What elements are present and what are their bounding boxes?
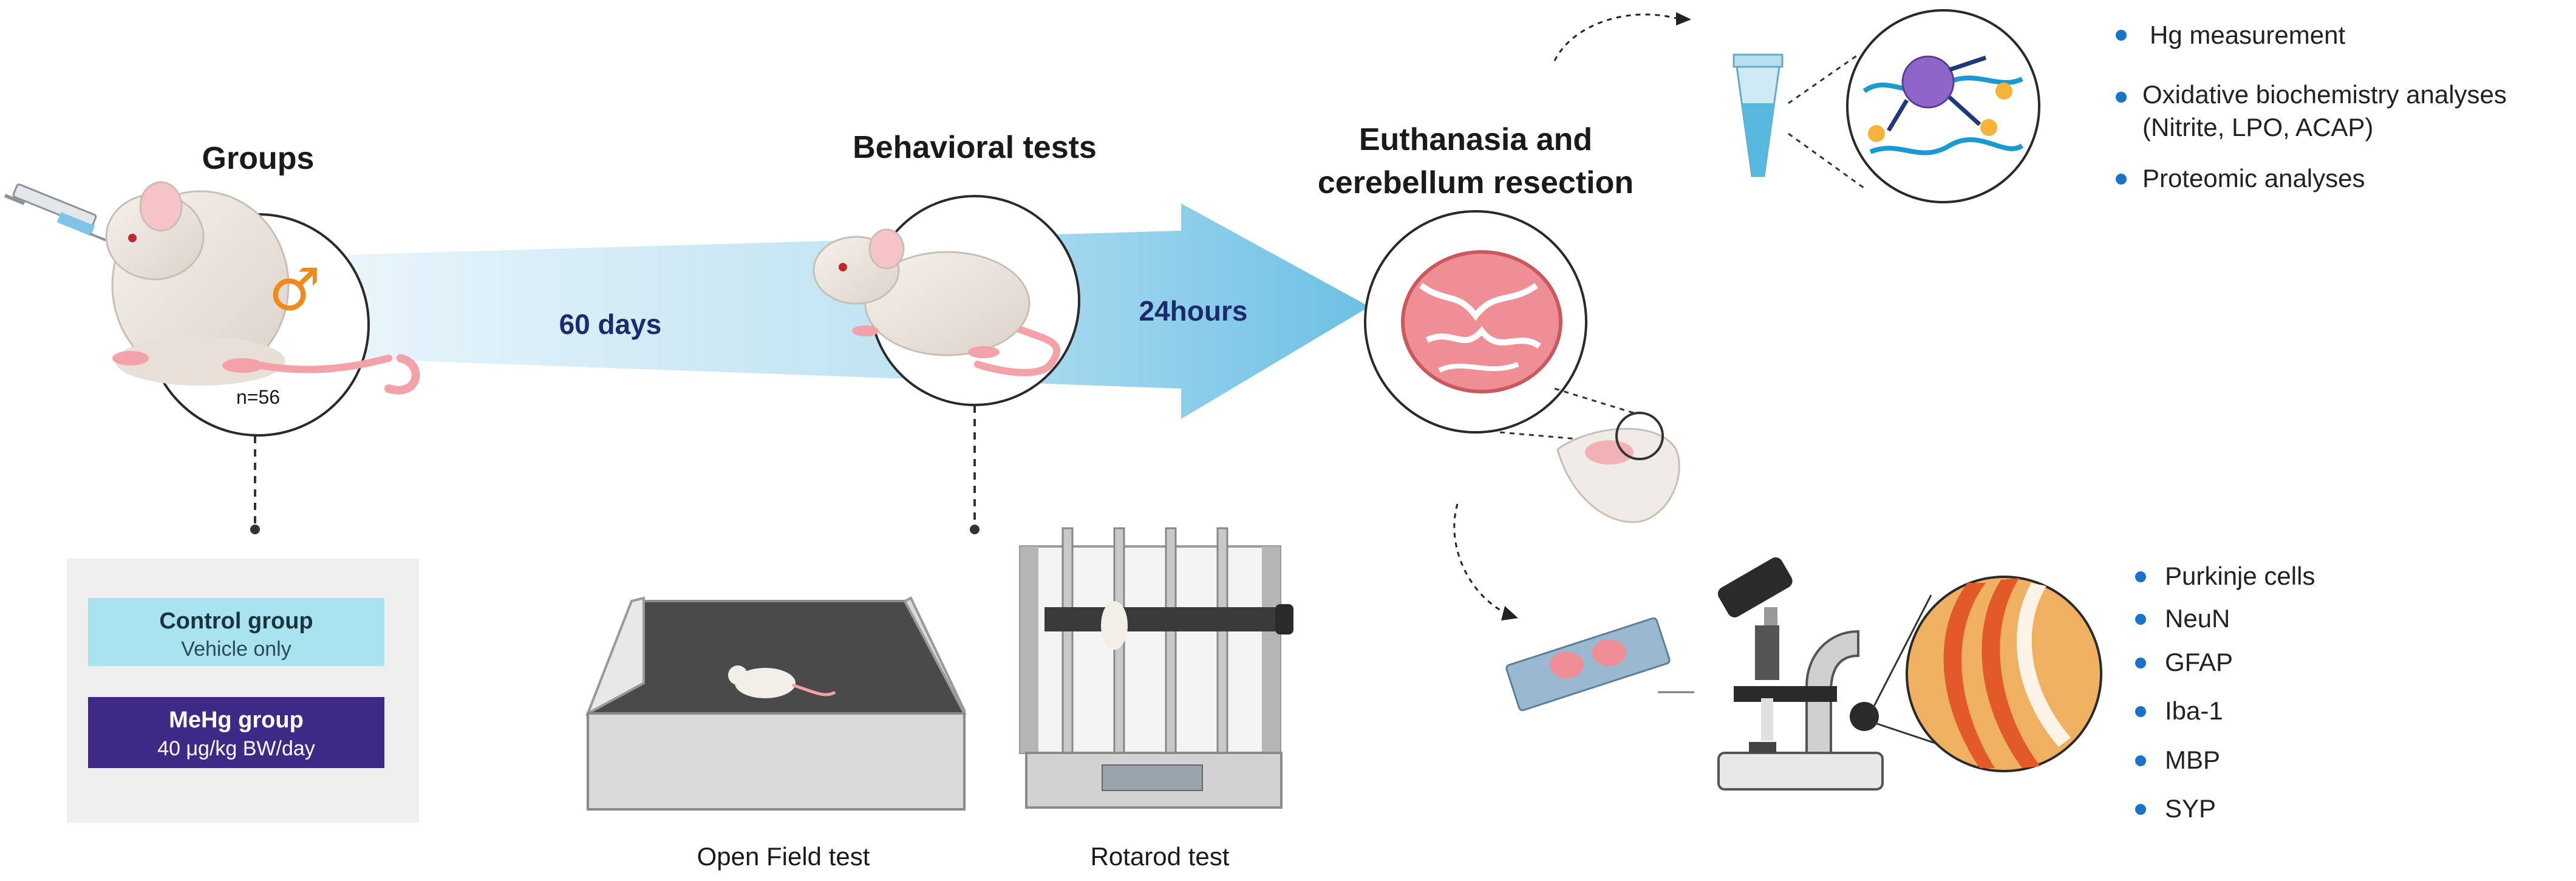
cerebellum-zoom-line-bottom bbox=[1499, 431, 1628, 444]
biochem-list: Hg measurement Oxidative biochemistry an… bbox=[2116, 21, 2507, 192]
rat-icon bbox=[105, 181, 420, 395]
syringe-icon bbox=[4, 183, 122, 248]
timeline-arrow bbox=[340, 203, 1369, 419]
histology-item: Iba-1 bbox=[2165, 696, 2223, 725]
sample-size-label: n=56 bbox=[236, 386, 280, 408]
tube-zoom-line-bottom bbox=[1788, 132, 1865, 189]
histology-item: Purkinje cells bbox=[2165, 562, 2315, 590]
microscope-zoom-line-top bbox=[1872, 594, 1932, 708]
control-group-title: Control group bbox=[159, 608, 313, 634]
tissue-section-icon bbox=[1943, 578, 2071, 768]
behavioral-connector-dot bbox=[970, 525, 980, 534]
control-group-subtitle: Vehicle only bbox=[181, 638, 291, 661]
biochem-item: Hg measurement bbox=[2150, 21, 2345, 49]
cerebellum-tissue-icon bbox=[1401, 250, 1562, 393]
microscope-zoom-line-bottom bbox=[1873, 721, 1938, 745]
rotarod-label: Rotarod test bbox=[1091, 842, 1230, 871]
mehg-group-title: MeHg group bbox=[169, 707, 304, 733]
microscope-icon bbox=[1717, 557, 1884, 791]
histology-bullet bbox=[2135, 614, 2146, 625]
male-symbol: ♂ bbox=[268, 256, 321, 324]
rotarod-apparatus-icon bbox=[1019, 527, 1293, 809]
biochem-bullet bbox=[2116, 30, 2127, 41]
biochem-flow-arrow bbox=[1553, 13, 1677, 61]
second-interval-label: 24hours bbox=[1139, 295, 1248, 327]
open-field-label: Open Field test bbox=[697, 842, 870, 871]
biochem-bullet bbox=[2116, 174, 2127, 185]
cerebellum-zoom-line-top bbox=[1554, 387, 1634, 414]
control-group-box bbox=[88, 598, 384, 666]
histology-bullet bbox=[2135, 706, 2146, 717]
histology-bullet bbox=[2135, 658, 2146, 668]
euthanasia-title-line2: cerebellum resection bbox=[1318, 165, 1634, 200]
histology-item: NeuN bbox=[2165, 604, 2230, 633]
histology-item: MBP bbox=[2165, 746, 2220, 774]
biochem-item-detail: (Nitrite, LPO, ACAP) bbox=[2142, 113, 2373, 141]
histology-item: SYP bbox=[2165, 794, 2216, 823]
mehg-group-box bbox=[88, 697, 384, 768]
biochem-arrowhead bbox=[1676, 12, 1691, 26]
tube-zoom-line-top bbox=[1788, 53, 1859, 104]
open-field-arena-icon bbox=[585, 596, 967, 811]
mehg-group-subtitle: 40 μg/kg BW/day bbox=[157, 737, 315, 760]
groups-title: Groups bbox=[202, 141, 315, 176]
behavioral-title: Behavioral tests bbox=[853, 130, 1097, 165]
histology-bullet bbox=[2135, 571, 2146, 582]
biochem-item: Oxidative biochemistry analyses bbox=[2142, 80, 2507, 109]
protein-molecule-icon bbox=[1862, 55, 2024, 155]
histology-arrowhead bbox=[1501, 606, 1518, 621]
histology-bullet bbox=[2135, 755, 2146, 766]
slide-icon bbox=[1505, 617, 1671, 712]
first-interval-label: 60 days bbox=[559, 308, 662, 340]
rat-head-icon bbox=[1556, 412, 1680, 523]
groups-connector-dot bbox=[250, 525, 260, 534]
molecule-circle bbox=[1846, 9, 2040, 203]
euthanasia-title-line1: Euthanasia and bbox=[1359, 122, 1592, 157]
histology-bullet bbox=[2135, 804, 2146, 815]
histology-item: GFAP bbox=[2165, 648, 2233, 676]
biochem-bullet bbox=[2116, 92, 2127, 103]
histology-flow-arrow bbox=[1453, 503, 1507, 614]
walking-rat-icon bbox=[813, 228, 1061, 376]
biochem-item: Proteomic analyses bbox=[2142, 164, 2365, 192]
sample-tube-icon bbox=[1733, 53, 1784, 177]
histology-list: Purkinje cells NeuN GFAP Iba-1 MBP SYP bbox=[2135, 562, 2315, 823]
